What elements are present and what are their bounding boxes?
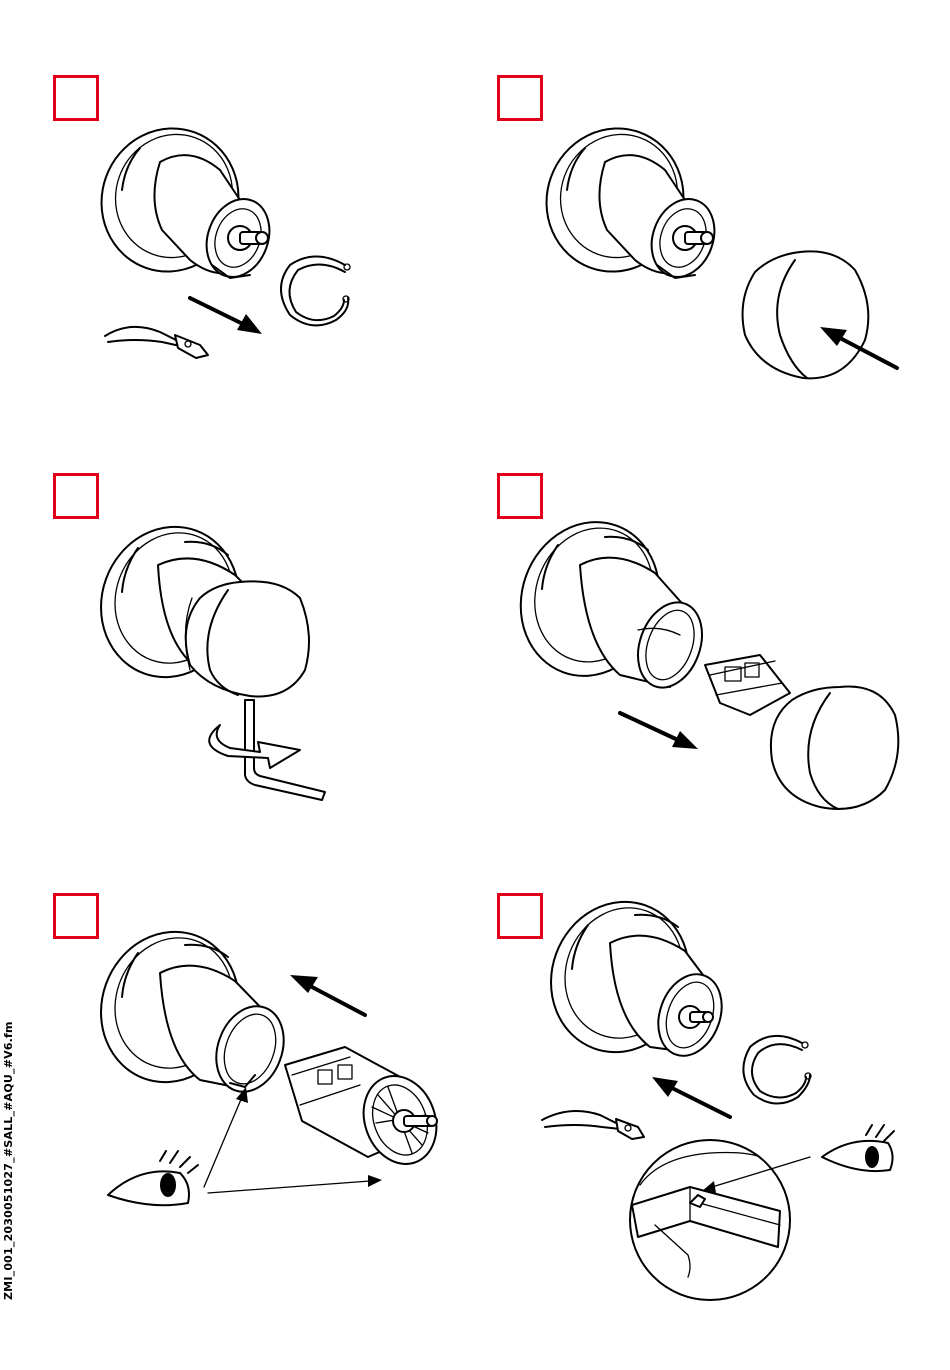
cartridge-icon bbox=[705, 655, 790, 715]
cartridge-icon bbox=[285, 1047, 448, 1174]
rosette-icon bbox=[499, 502, 713, 696]
detail-magnifier-icon bbox=[630, 1140, 790, 1300]
step-6-box bbox=[497, 893, 543, 939]
step-5-box bbox=[53, 893, 99, 939]
document-file-label: ZMI_001_2030051027_#SALL_#AQU_#V6.fm bbox=[2, 1021, 15, 1300]
eye-icon bbox=[822, 1125, 894, 1171]
rosette-icon bbox=[530, 882, 732, 1071]
arrow-icon bbox=[290, 975, 365, 1015]
step-2-box bbox=[497, 75, 543, 121]
rosette-icon bbox=[80, 912, 295, 1101]
retaining-ring-icon bbox=[281, 257, 350, 326]
step-1-box bbox=[53, 75, 99, 121]
rosette-icon bbox=[81, 109, 279, 291]
arrow-icon bbox=[652, 1077, 730, 1117]
pliers-icon bbox=[105, 327, 208, 358]
retaining-ring-icon bbox=[743, 1036, 811, 1104]
arrow-icon bbox=[190, 298, 262, 334]
rosette-icon bbox=[526, 109, 724, 291]
handle-knob-icon bbox=[743, 251, 869, 378]
arrow-icon bbox=[620, 713, 698, 749]
step-1-illustration bbox=[100, 120, 380, 370]
step-2-illustration bbox=[545, 120, 905, 390]
step-4-illustration bbox=[520, 515, 910, 815]
eye-icon bbox=[108, 1151, 198, 1205]
step-3-box bbox=[53, 473, 99, 519]
handle-knob-icon bbox=[185, 581, 309, 696]
step-3-illustration bbox=[100, 520, 350, 820]
step-6-illustration bbox=[540, 895, 910, 1305]
step-5-illustration bbox=[100, 925, 450, 1225]
handle-knob-icon bbox=[771, 687, 898, 809]
pliers-icon bbox=[542, 1111, 644, 1139]
step-4-box bbox=[497, 473, 543, 519]
